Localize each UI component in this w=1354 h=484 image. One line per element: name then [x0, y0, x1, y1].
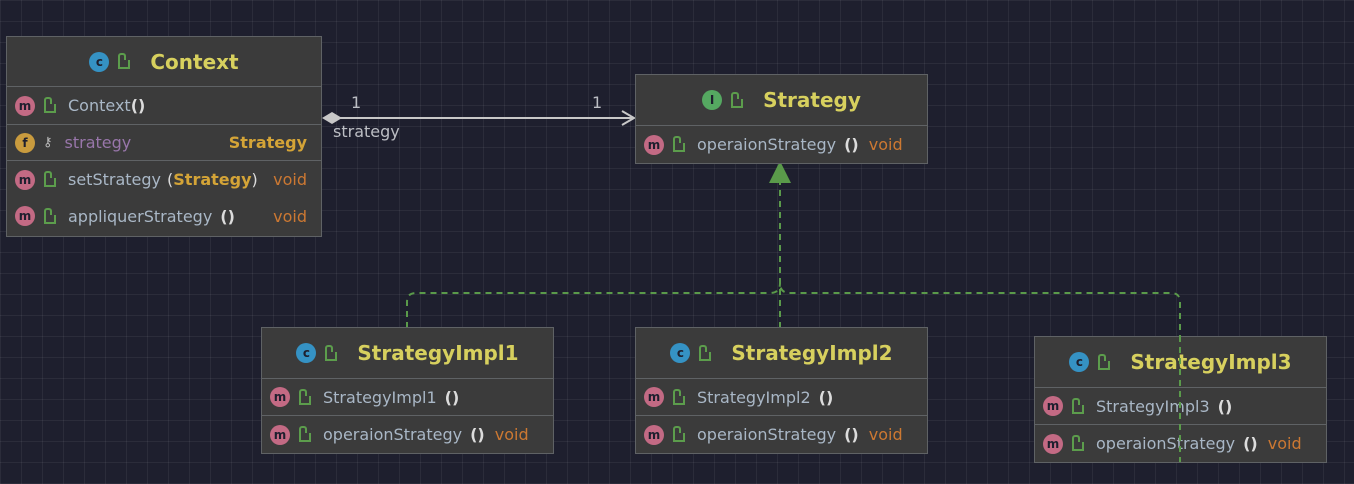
strategy-impl2-class[interactable]: c StrategyImpl2 m StrategyImpl2 () m ope…: [635, 327, 928, 454]
method-icon: m: [15, 169, 35, 190]
public-icon: [731, 91, 744, 108]
method-row[interactable]: m operaionStrategy () void: [636, 416, 927, 453]
return-type: void: [1267, 434, 1302, 453]
constructor-params: (): [818, 387, 834, 407]
strategy-interface[interactable]: I Strategy m operaionStrategy () void: [635, 74, 928, 164]
association-role-label: strategy: [333, 122, 400, 141]
method-row[interactable]: m appliquerStrategy () void: [7, 198, 321, 234]
public-icon: [44, 171, 56, 187]
abstract-method-icon: m: [644, 134, 664, 155]
class-header: c StrategyImpl2: [636, 328, 927, 379]
method-params: (): [844, 425, 859, 444]
constructor-row[interactable]: m StrategyImpl3 (): [1035, 388, 1326, 425]
method-row[interactable]: m operaionStrategy () void: [262, 416, 553, 453]
method-icon: m: [644, 424, 664, 445]
field-row[interactable]: f ⚷ strategy Strategy: [7, 125, 321, 161]
realization-arrowhead: [769, 161, 791, 183]
public-icon: [673, 426, 685, 442]
public-icon: [44, 97, 56, 113]
constructor-row[interactable]: m StrategyImpl1 (): [262, 379, 553, 416]
method-icon: m: [1043, 433, 1063, 454]
method-icon: m: [15, 95, 35, 116]
constructor-params: (): [130, 96, 146, 115]
public-icon: [673, 136, 685, 152]
public-icon: [699, 344, 712, 361]
context-class[interactable]: c Context m Context () f ⚷ strategy Stra…: [6, 36, 322, 237]
field-type: Strategy: [228, 133, 307, 152]
class-icon: c: [296, 343, 317, 363]
method-icon: m: [270, 387, 290, 407]
method-name: appliquerStrategy: [68, 206, 213, 226]
class-icon: c: [1069, 352, 1090, 372]
constructor-row[interactable]: m StrategyImpl2 (): [636, 379, 927, 416]
method-row[interactable]: m operaionStrategy () void: [1035, 425, 1326, 462]
target-multiplicity: 1: [592, 93, 603, 112]
source-multiplicity: 1: [351, 93, 362, 112]
class-header: c Context: [7, 37, 321, 87]
method-params: (Strategy): [167, 170, 258, 189]
class-header: c StrategyImpl1: [262, 328, 553, 379]
return-type: void: [868, 135, 903, 154]
public-icon: [1098, 353, 1111, 370]
method-name: setStrategy: [68, 170, 162, 189]
class-icon: c: [89, 51, 110, 72]
return-type: void: [494, 425, 529, 444]
method-icon: m: [1043, 396, 1063, 416]
method-params: (): [1243, 434, 1258, 453]
class-name: StrategyImpl3: [1130, 350, 1292, 374]
constructor-name: StrategyImpl2: [697, 387, 811, 407]
constructor-name: StrategyImpl3: [1096, 396, 1210, 416]
public-icon: [299, 388, 311, 405]
method-icon: m: [644, 387, 664, 407]
method-icon: m: [15, 206, 35, 226]
association-arrowhead: [621, 110, 636, 126]
method-params: (): [220, 206, 235, 226]
public-icon: [325, 344, 338, 361]
field-name: strategy: [64, 133, 132, 152]
constructor-name: StrategyImpl1: [323, 387, 437, 407]
class-name: StrategyImpl2: [731, 341, 893, 365]
method-name: operaionStrategy: [697, 135, 837, 154]
strategy-impl3-class[interactable]: c StrategyImpl3 m StrategyImpl3 () m ope…: [1034, 336, 1327, 463]
constructor-params: (): [444, 387, 460, 407]
method-params: (): [844, 135, 859, 154]
strategy-impl1-class[interactable]: c StrategyImpl1 m StrategyImpl1 () m ope…: [261, 327, 554, 454]
method-row[interactable]: m operaionStrategy () void: [636, 126, 927, 163]
method-name: operaionStrategy: [323, 425, 463, 444]
constructor-name: Context: [68, 96, 131, 115]
public-icon: [299, 426, 311, 442]
class-header: I Strategy: [636, 75, 927, 126]
return-type: void: [868, 425, 903, 444]
constructor-row[interactable]: m Context (): [7, 87, 321, 125]
return-type: void: [273, 170, 307, 189]
realization-line-impl1[interactable]: [406, 282, 781, 328]
constructor-params: (): [1217, 396, 1233, 416]
public-icon: [673, 388, 685, 405]
public-icon: [1072, 435, 1084, 451]
return-type: void: [273, 206, 307, 226]
public-icon: [118, 53, 131, 69]
method-name: operaionStrategy: [1096, 434, 1236, 453]
class-name: Strategy: [763, 88, 861, 112]
method-row[interactable]: m setStrategy (Strategy) void: [7, 161, 321, 198]
public-icon: [1072, 397, 1084, 414]
method-icon: m: [270, 424, 290, 445]
field-icon: f: [15, 132, 35, 153]
interface-icon: I: [702, 90, 723, 110]
class-name: Context: [150, 49, 239, 74]
class-header: c StrategyImpl3: [1035, 337, 1326, 388]
class-icon: c: [670, 343, 691, 363]
method-params: (): [470, 425, 485, 444]
method-name: operaionStrategy: [697, 425, 837, 444]
class-name: StrategyImpl1: [357, 341, 519, 365]
public-icon: [44, 207, 56, 224]
private-key-icon: ⚷: [43, 135, 53, 150]
